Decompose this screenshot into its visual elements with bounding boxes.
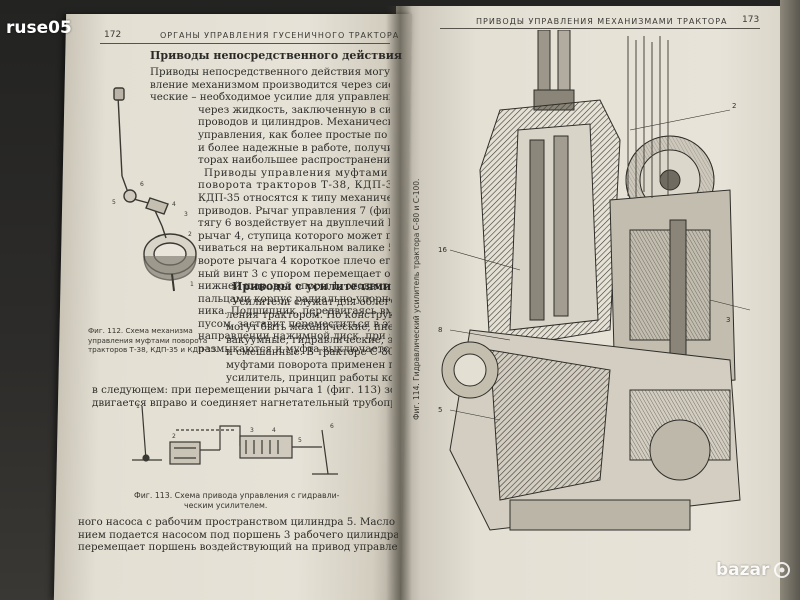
text-line: ника. Подшипник, передвигаясь вместе с к…	[198, 305, 390, 318]
text-line: ческие – необходимое усилие для управлен…	[150, 91, 390, 104]
left-header-rule	[100, 43, 390, 44]
svg-text:2: 2	[188, 231, 192, 238]
figure-114: 16 8 5 2 3	[430, 30, 750, 550]
paragraph-boosters: Усилители служат для облегчения управ- л…	[92, 296, 392, 409]
text-line: двигается вправо и соединяет нагнетатель…	[92, 396, 392, 409]
text-line: вление механизмом производится через сис…	[150, 78, 390, 91]
text-line: через жидкость, заключенную в систему тр…	[198, 103, 390, 116]
text-line: Приводы непосредственного действия могут…	[150, 66, 390, 78]
figure-114-caption: Фиг. 114. Гидравлический усилитель тракт…	[412, 178, 421, 420]
svg-text:16: 16	[438, 246, 447, 254]
text-line: вороте рычага 4 короткое плечо его через…	[198, 254, 390, 267]
svg-text:3: 3	[184, 211, 188, 218]
svg-text:1: 1	[190, 281, 194, 288]
text-line: тягу 6 воздействует на двуплечий Г-образ…	[198, 217, 390, 230]
text-line: поворота тракторов Т-38, КДП-35 и	[198, 179, 390, 192]
caption-line: тракторов Т-38, КДП-35 и КДП-35.	[88, 345, 218, 354]
svg-text:1: 1	[136, 403, 140, 410]
text-line: и смешанные. В тракторе С-80 для управле…	[226, 346, 392, 359]
caption-line: управления муфтами поворота	[88, 335, 208, 345]
text-line: Приводы управления муфтами	[204, 166, 389, 179]
svg-text:6: 6	[140, 181, 144, 188]
text-line: пусом, заставит переместиться в этом же	[198, 317, 390, 330]
figure-112-caption: Фиг. 112. Схема механизма управления муф…	[88, 326, 218, 355]
text-line: и более надежные в работе, получили на т…	[198, 141, 390, 154]
figure-114-legend	[622, 32, 682, 202]
figure-112: 6 4 3 2 5 1	[100, 86, 200, 311]
svg-text:5: 5	[112, 199, 116, 206]
text-line: Усилители служат для облегчения управ-	[232, 296, 392, 308]
svg-text:5: 5	[298, 437, 302, 444]
text-line: ный винт 3 с упором перемещает отводку 2…	[198, 267, 390, 280]
bazar-watermark-text: bazar	[716, 560, 770, 580]
paragraph-direct-action: Приводы непосредственного действия могут…	[150, 66, 390, 356]
text-line: перемещает поршень воздействующий на при…	[78, 541, 398, 554]
text-line: ления трактором. По конструкции усилител…	[226, 308, 392, 321]
right-page-number: 173	[742, 15, 760, 25]
text-line: вакуумные, гидравлические, электрические	[226, 333, 392, 346]
left-page-number: 172	[104, 30, 122, 40]
svg-text:4: 4	[272, 427, 276, 434]
caption-line: ческим усилителем.	[184, 500, 268, 510]
figure-113: 1 2 3 4 5 6	[122, 400, 357, 480]
text-line: направлении нажимной диск, при этом диск…	[198, 330, 390, 343]
svg-text:2: 2	[172, 433, 176, 440]
seller-watermark: ruse05	[6, 18, 72, 38]
text-line: приводов. Рычаг управления 7 (фиг. 112) …	[198, 204, 390, 217]
text-line: нижней шаровой опоры 1, отодвигается от …	[198, 280, 390, 293]
text-line: размыкаются и муфта выключается.	[198, 343, 390, 356]
svg-text:3: 3	[726, 316, 730, 324]
text-line: усилитель, принцип работы которого состо…	[226, 371, 392, 384]
figure-113-caption: Фиг. 113. Схема привода управления с гид…	[134, 491, 364, 510]
svg-text:5: 5	[438, 406, 442, 414]
text-line: чиваться на вертикальном валике 5. При п…	[198, 242, 390, 255]
right-header-rule	[440, 28, 760, 29]
book-edge	[780, 0, 800, 600]
text-line: торах наибольшее распространение.	[198, 154, 390, 167]
right-running-head: ПРИВОДЫ УПРАВЛЕНИЯ МЕХАНИЗМАМИ ТРАКТОРА	[476, 17, 728, 26]
svg-text:2: 2	[732, 102, 736, 110]
svg-text:3: 3	[250, 427, 254, 434]
text-line: КДП-35 относятся к типу механических	[198, 191, 390, 204]
paragraph-end: ного насоса с рабочим пространством цили…	[78, 516, 398, 554]
text-line: в следующем: при перемещении рычага 1 (ф…	[92, 384, 392, 397]
caption-line: Фиг. 113. Схема привода управления с гид…	[134, 491, 340, 500]
text-line: пальцами корпус радиально-упорного подши…	[198, 292, 390, 305]
svg-text:4: 4	[172, 201, 176, 208]
text-line: ного насоса с рабочим пространством цили…	[78, 516, 398, 528]
text-line: нием подается насосом под поршень 3 рабо…	[78, 528, 398, 541]
book-gutter	[386, 6, 412, 600]
heading-boosters: Приводы с усилителями	[232, 280, 392, 293]
svg-text:8: 8	[438, 326, 442, 334]
left-running-head: ОРГАНЫ УПРАВЛЕНИЯ ГУСЕНИЧНОГО ТРАКТОРА	[160, 31, 400, 40]
bazar-watermark: bazar	[716, 560, 791, 580]
heading-direct-action: Приводы непосредственного действия	[150, 49, 402, 62]
text-line: могут быть механические, пневматические,	[226, 321, 392, 334]
text-line: рычаг 4, ступица которого может повора-	[198, 229, 390, 242]
svg-text:6: 6	[330, 423, 334, 430]
text-line: проводов и цилиндров. Механические приво…	[198, 116, 390, 129]
caption-line: Фиг. 112. Схема механизма	[88, 326, 193, 335]
bazar-logo-icon	[774, 562, 791, 578]
text-line: муфтами поворота применен гидравлический	[226, 358, 392, 371]
text-line: управления, как более простые по устройс…	[198, 128, 390, 141]
